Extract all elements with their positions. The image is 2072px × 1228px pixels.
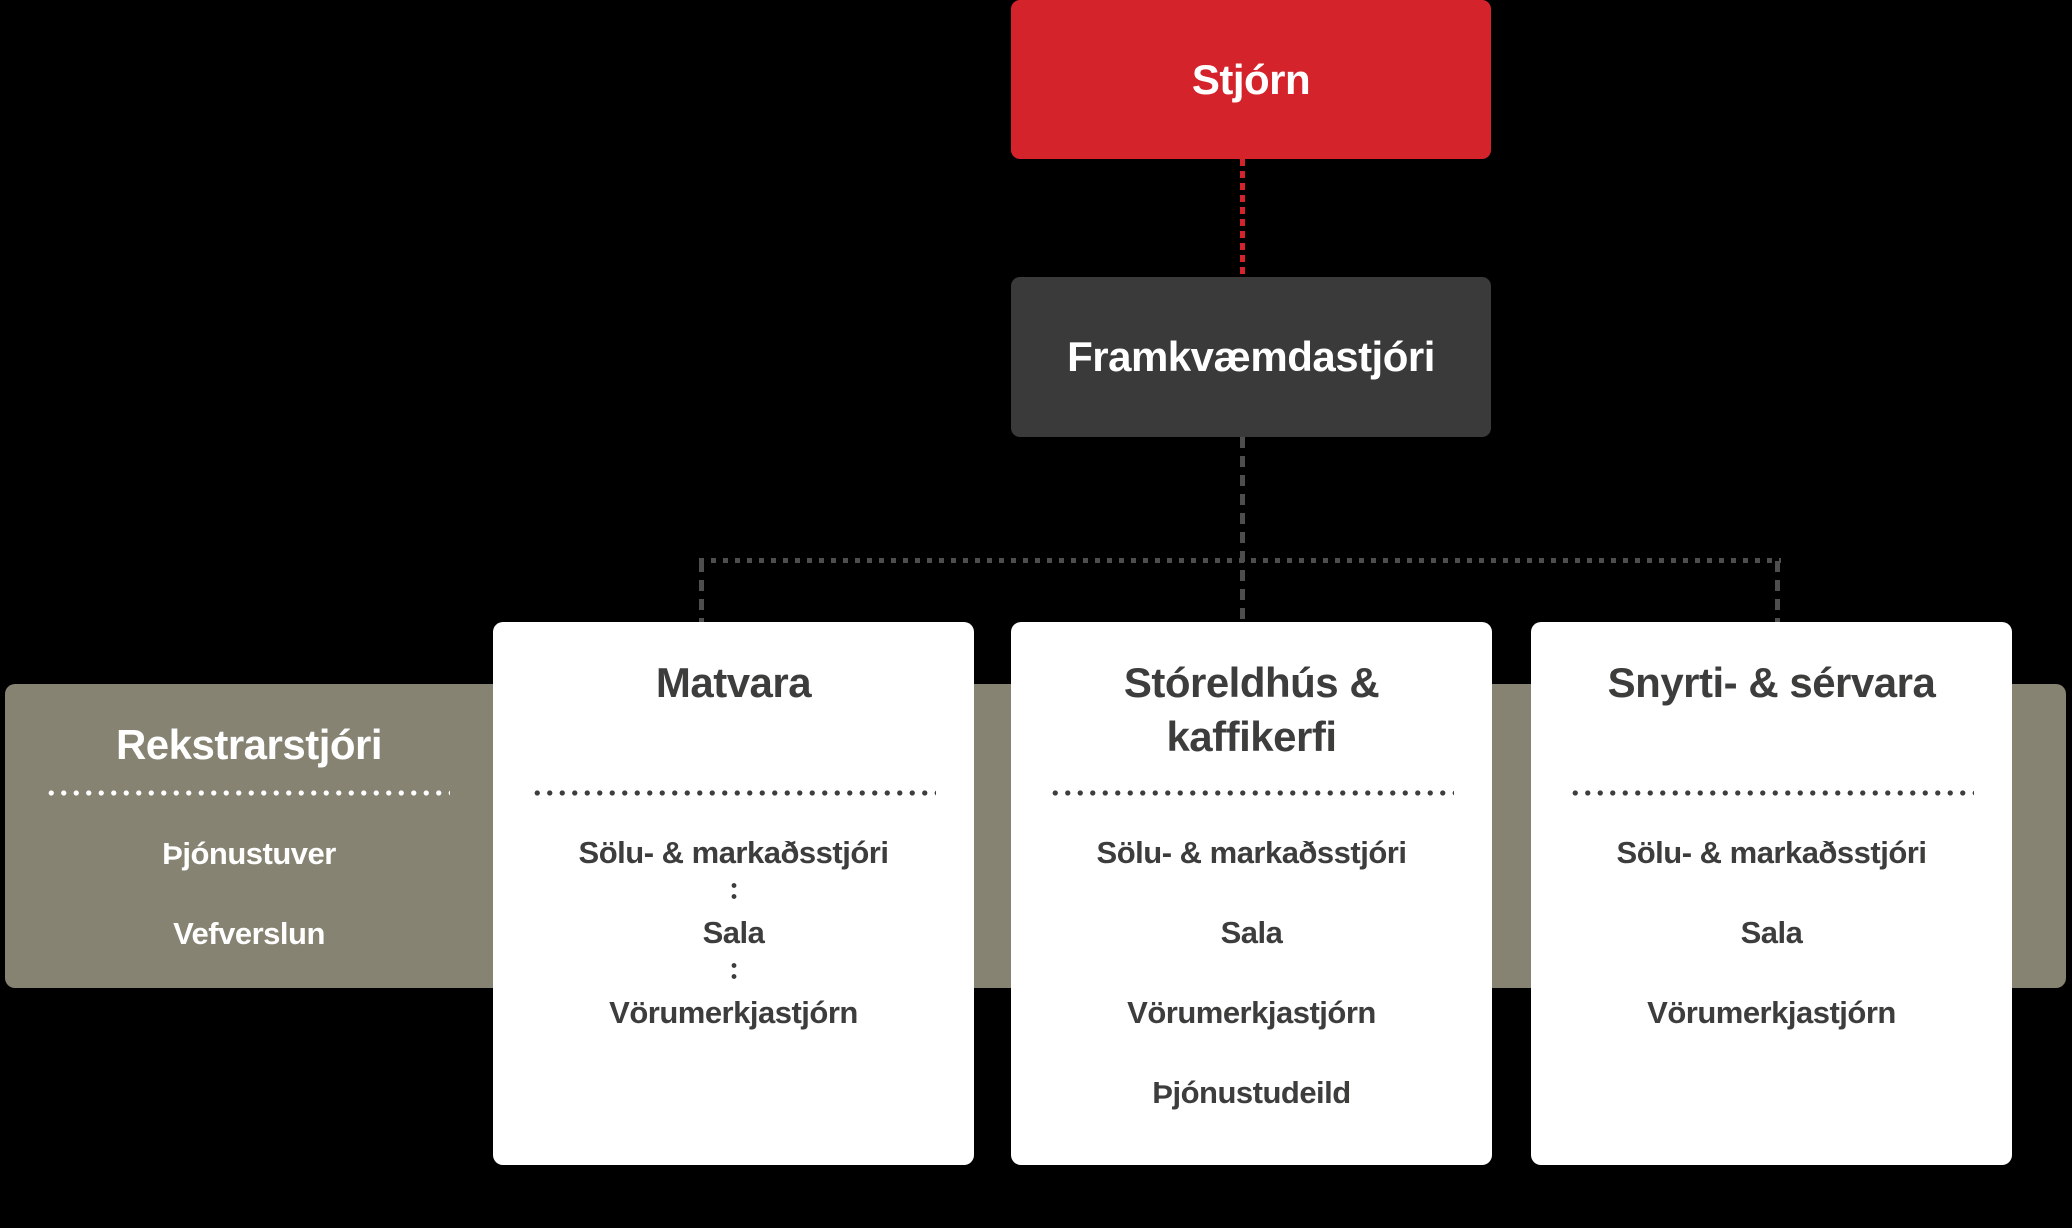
connector-horizontal <box>699 558 1781 563</box>
dept-item: Vörumerkjastjórn <box>1647 995 1896 1030</box>
dept-item: Sölu- & markaðsstjóri <box>578 835 889 870</box>
dept-title: Stóreldhús & kaffikerfi <box>1123 659 1380 760</box>
operations-item-thjonustuver: Þjónustuver <box>162 836 336 871</box>
item-separator-dots <box>730 880 737 902</box>
board-label: Stjórn <box>1191 55 1311 103</box>
dept-item: Sala <box>1220 915 1283 950</box>
dept-title: Snyrti- & sérvara <box>1607 659 1936 706</box>
dept-box-storeldhus-kaffikerfi: Stóreldhús & kaffikerfi Sölu- & markaðss… <box>1011 622 1492 1165</box>
item-separator-dots <box>730 960 737 982</box>
connector-branch-left <box>699 561 704 622</box>
dept-item: Sala <box>702 915 765 950</box>
dept-title: Matvara <box>655 659 812 706</box>
dept-item: Þjónustudeild <box>1152 1075 1351 1110</box>
connector-board-executive <box>1240 159 1245 277</box>
dept-item: Sala <box>1740 915 1803 950</box>
operations-divider-dots <box>45 790 450 796</box>
dept-item: Sölu- & markaðsstjóri <box>1616 835 1927 870</box>
dept-divider-dots <box>1569 790 1974 796</box>
dept-divider-dots <box>531 790 936 796</box>
operations-title: Rekstrarstjóri <box>115 721 383 768</box>
executive-label: Framkvæmdastjóri <box>1067 333 1435 380</box>
dept-item: Sölu- & markaðsstjóri <box>1096 835 1407 870</box>
connector-branch-right <box>1775 561 1780 622</box>
dept-divider-dots <box>1049 790 1454 796</box>
node-board: Stjórn <box>1011 0 1491 159</box>
dept-item: Vörumerkjastjórn <box>1127 995 1376 1030</box>
node-executive: Framkvæmdastjóri <box>1011 277 1491 437</box>
operations-section: Rekstrarstjóri Þjónustuver Vefverslun <box>5 684 493 988</box>
operations-item-vefverslun: Vefverslun <box>173 916 325 951</box>
connector-executive-down <box>1240 437 1245 622</box>
dept-item: Vörumerkjastjórn <box>609 995 858 1030</box>
